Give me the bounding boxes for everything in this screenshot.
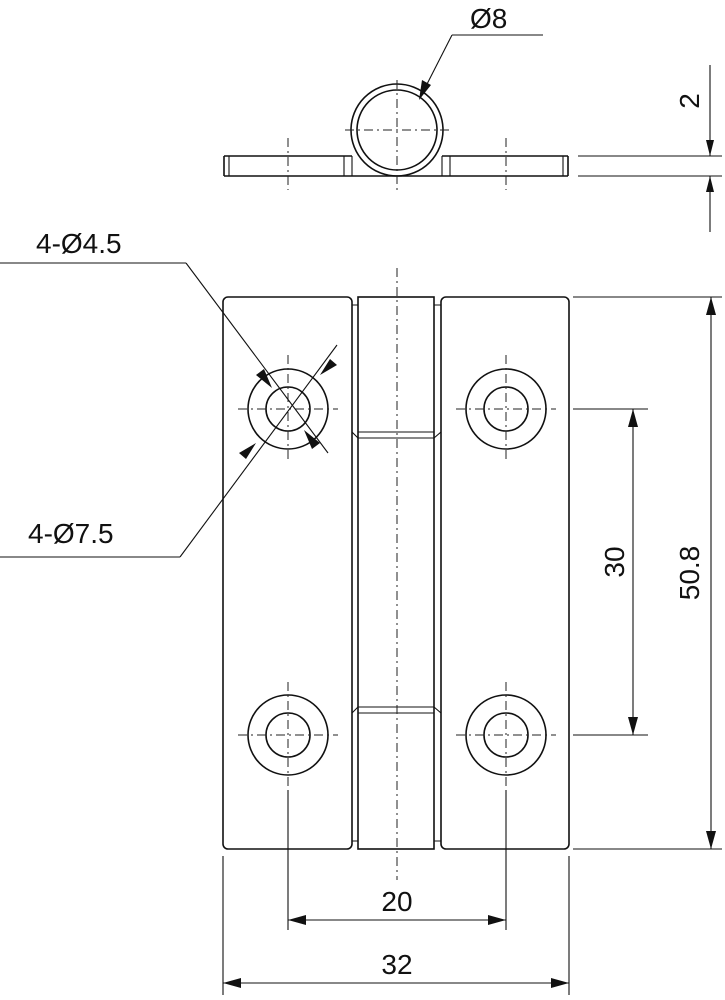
pin-diameter-label: Ø8 xyxy=(470,3,507,34)
hole-bottom-right xyxy=(456,682,556,788)
height-arrow-top xyxy=(706,297,716,315)
thickness-arrow-top xyxy=(706,140,714,156)
small-hole-arrow-1 xyxy=(256,369,272,388)
spacing20-arrow-left xyxy=(288,915,306,925)
width-label: 32 xyxy=(381,949,412,980)
knuckle-segment-bevels xyxy=(351,431,442,714)
thickness-arrow-bottom xyxy=(706,176,714,192)
width-arrow-right xyxy=(551,978,569,988)
pin-diameter-leader-diagonal xyxy=(424,34,453,89)
spacing20-arrow-right xyxy=(488,915,506,925)
height-arrow-bottom xyxy=(706,831,716,849)
knuckle-strip-ends xyxy=(352,304,441,842)
leaf-plate xyxy=(223,155,569,177)
spacing30-label: 30 xyxy=(599,546,630,577)
small-hole-arrow-2 xyxy=(304,430,320,449)
knuckle-segment-lower xyxy=(358,706,434,714)
knuckle-segment-upper xyxy=(358,431,434,439)
knuckle-joints xyxy=(343,156,451,176)
thickness-label: 2 xyxy=(674,93,705,109)
right-leaf xyxy=(440,296,570,850)
spacing30-arrow-bottom xyxy=(628,717,638,735)
hole-top-right xyxy=(456,355,556,462)
knuckle-strip xyxy=(357,296,435,850)
small-hole-label: 4-Ø4.5 xyxy=(36,228,122,259)
small-hole-leader-diagonal xyxy=(185,262,329,454)
top-view: Ø8 2 xyxy=(223,3,722,232)
height-label: 50.8 xyxy=(674,546,705,601)
width-arrow-left xyxy=(223,978,241,988)
large-hole-arrow-2 xyxy=(320,359,337,375)
large-hole-leader-diagonal xyxy=(179,344,338,558)
pin-diameter-arrow xyxy=(419,80,431,100)
hole-top-left xyxy=(238,355,338,462)
large-hole-label: 4-Ø7.5 xyxy=(28,518,114,549)
large-hole-arrow-1 xyxy=(239,443,256,459)
spacing30-arrow-top xyxy=(628,409,638,427)
spacing20-label: 20 xyxy=(381,886,412,917)
leaf-plate-edges xyxy=(228,156,564,176)
hole-bottom-left xyxy=(238,682,338,788)
front-view: 4-Ø4.5 4-Ø7.5 30 50.8 20 32 xyxy=(0,228,722,995)
